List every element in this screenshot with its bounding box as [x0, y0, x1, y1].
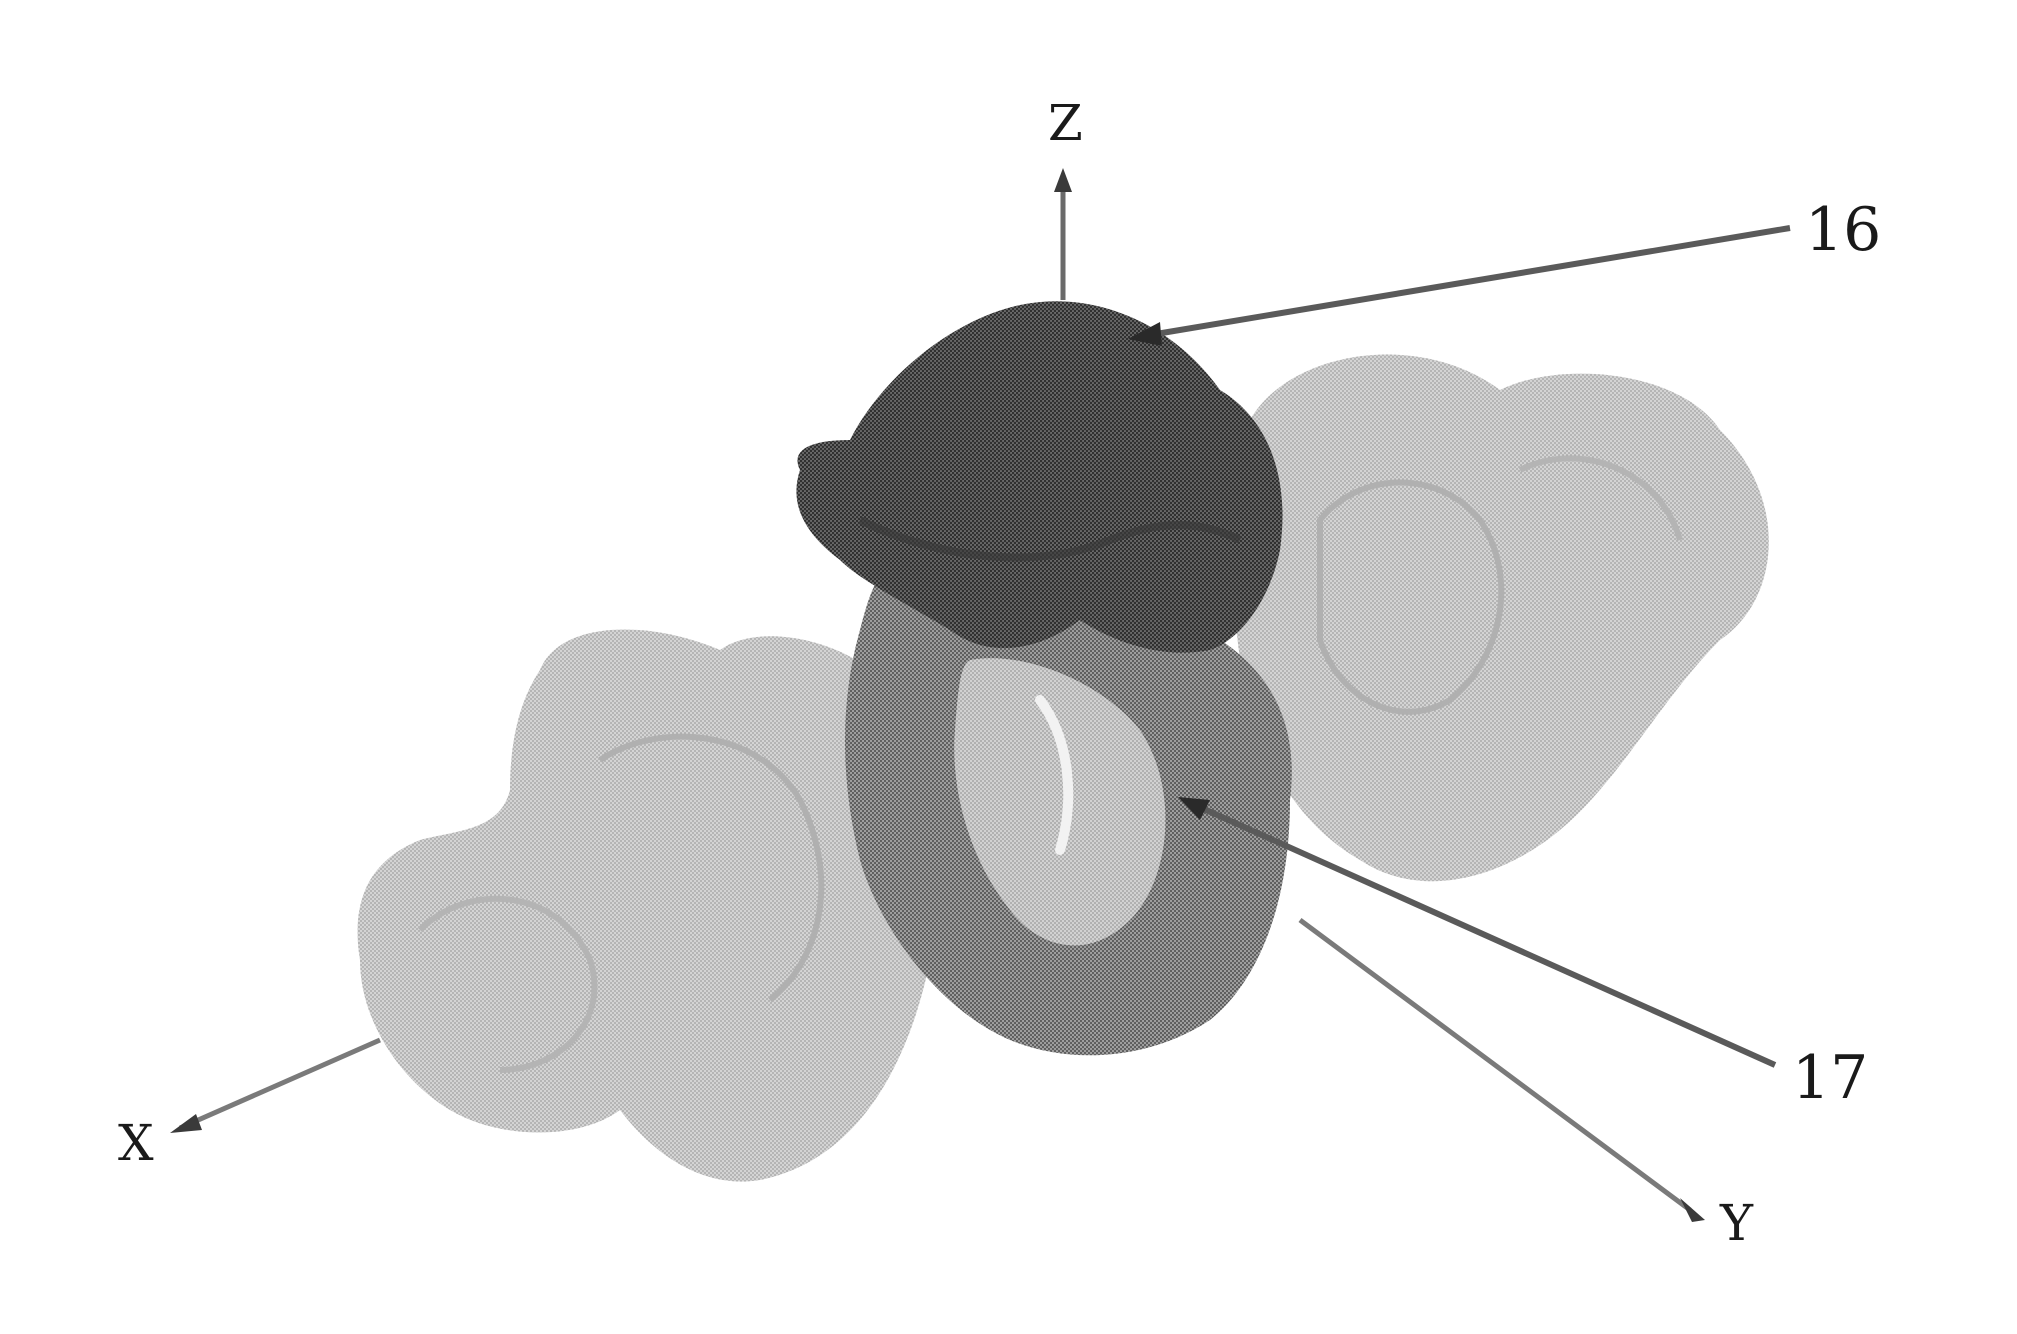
right-lobe: [1230, 354, 1769, 881]
x-axis-label: X: [118, 1114, 154, 1172]
x-axis: [170, 1040, 380, 1133]
z-axis-label: Z: [1048, 94, 1083, 152]
reference-label-16: 16: [1805, 195, 1881, 265]
y-axis-label: Y: [1719, 1194, 1754, 1252]
leader-16: [1128, 228, 1790, 346]
z-axis: [1054, 168, 1072, 300]
y-axis: [1300, 920, 1705, 1222]
reference-label-17: 17: [1792, 1043, 1868, 1113]
